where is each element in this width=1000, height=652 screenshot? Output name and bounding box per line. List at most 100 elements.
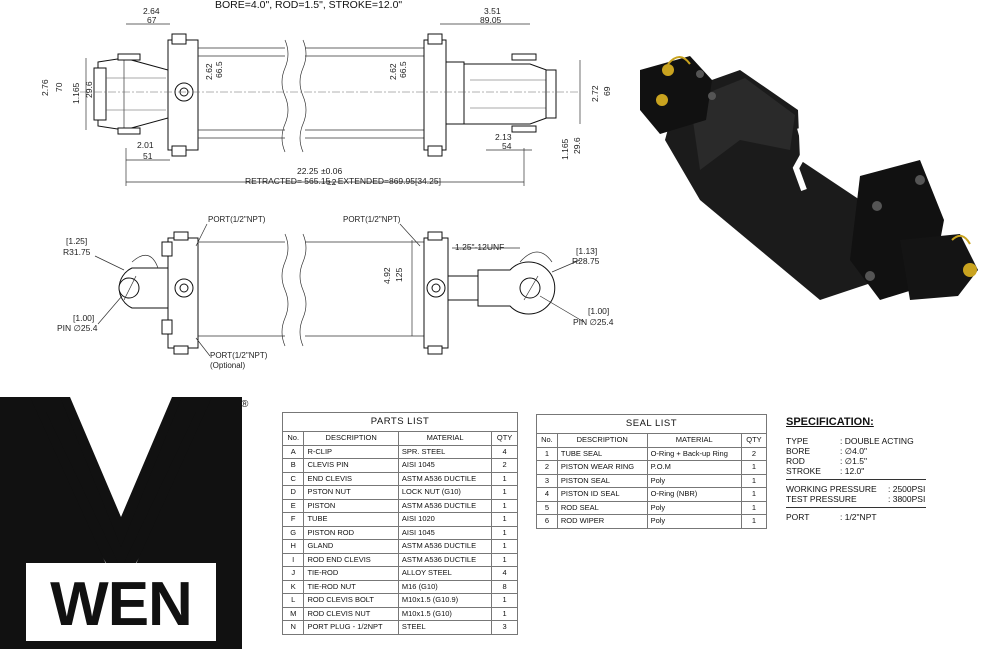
seal_list-cell: 5 <box>536 500 558 515</box>
seal_list-cell: 1 <box>740 500 768 515</box>
spec-value: : 1/2"NPT <box>840 512 877 522</box>
seal_list-cell: 1 <box>740 514 768 529</box>
seal-header-material: MATERIAL <box>646 433 742 448</box>
dim-54: 54 <box>502 141 512 151</box>
cylinder-render <box>640 56 978 300</box>
parts_list-cell: F <box>281 512 305 527</box>
spec-row: TEST PRESSURE: 3800PSI <box>786 494 991 504</box>
spec-divider <box>786 507 926 508</box>
seal_list-cell: Poly <box>646 473 742 488</box>
dim-4-92: 4.92 <box>382 267 392 284</box>
seal_list-cell: 2 <box>740 446 768 461</box>
parts_list-cell: STEEL <box>397 620 493 635</box>
seal_list-cell: 1 <box>740 473 768 488</box>
spec-key: TYPE <box>786 436 809 446</box>
parts_list-cell: 8 <box>491 579 518 594</box>
dim-2-62: 2.62 <box>204 63 214 80</box>
dim-tolerance: ±0.06 <box>321 166 342 176</box>
dim-pin-25-4b: PIN ∅25.4 <box>573 317 614 327</box>
parts_list-cell: SPR. STEEL <box>397 444 493 459</box>
spec-row: ROD: ∅1.5" <box>786 456 991 466</box>
spec-value: : 2500PSI <box>888 484 926 494</box>
parts_list-cell: 1 <box>491 606 518 621</box>
dim-thread: 1.25"-12UNF <box>455 242 504 252</box>
label-port-bottom: PORT(1/2"NPT) <box>210 351 268 360</box>
parts_list-cell: M10x1.5 (G10.9) <box>397 593 493 608</box>
spec-row: STROKE: 12.0" <box>786 466 991 476</box>
parts_list-cell: TIE-ROD <box>303 566 399 581</box>
label-port-top-right: PORT(1/2"NPT) <box>343 215 401 224</box>
seal_list-cell: TUBE SEAL <box>556 446 648 461</box>
parts_list-cell: ASTM A536 DUCTILE <box>397 471 493 486</box>
parts_list-cell: B <box>281 458 305 473</box>
spec-value: : ∅1.5" <box>840 456 867 466</box>
dim-3-51: 3.51 <box>484 6 501 16</box>
logo-text: WEN <box>50 570 192 639</box>
parts_list-cell: ROD CLEVIS BOLT <box>303 593 399 608</box>
dim-69: 69 <box>602 86 612 96</box>
seal_list-cell: ROD WIPER <box>556 514 648 529</box>
parts_list-cell: ROD CLEVIS NUT <box>303 606 399 621</box>
seal_list-cell: PISTON SEAL <box>556 473 648 488</box>
dim-r-31-75: R31.75 <box>63 247 91 257</box>
seal-header-no: No. <box>536 433 558 448</box>
side-view <box>94 223 585 357</box>
seal_list-cell: PISTON ID SEAL <box>556 487 648 502</box>
dim-29-6b: 29.6 <box>572 137 582 154</box>
dim-66-5b: 66.5 <box>398 61 408 78</box>
parts_list-cell: M10x1.5 (G10) <box>397 606 493 621</box>
spec-value: : ∅4.0" <box>840 446 867 456</box>
parts-header-qty: QTY <box>491 431 518 446</box>
dim-1-13: [1.13] <box>576 246 597 256</box>
spec-row-port: PORT : 1/2"NPT <box>786 512 991 522</box>
parts_list-cell: LOCK NUT (G10) <box>397 485 493 500</box>
dim-retracted-tol: ±2 <box>327 177 337 187</box>
seal_list-cell: ROD SEAL <box>556 500 648 515</box>
parts-list-table: PARTS LIST No. DESCRIPTION MATERIAL QTY … <box>281 412 518 635</box>
seal_list-cell: Poly <box>646 500 742 515</box>
parts-header-description: DESCRIPTION <box>303 431 399 446</box>
seal_list-cell: O-Ring (NBR) <box>646 487 742 502</box>
parts_list-cell: 1 <box>491 498 518 513</box>
parts_list-cell: D <box>281 485 305 500</box>
dim-2-13: 2.13 <box>495 132 512 142</box>
spec-key: STROKE <box>786 466 821 476</box>
dim-1-165b: 1.165 <box>560 138 570 160</box>
seal_list-cell: 2 <box>536 460 558 475</box>
parts_list-cell: L <box>281 593 305 608</box>
parts-list-title: PARTS LIST <box>282 412 518 432</box>
parts_list-cell: 4 <box>491 444 518 459</box>
parts_list-cell: A <box>281 444 305 459</box>
parts_list-cell: R-CLIP <box>303 444 399 459</box>
dim-89-05: 89.05 <box>480 15 502 25</box>
spec-key: WORKING PRESSURE <box>786 484 877 494</box>
dim-r-28-75: R28.75 <box>572 256 600 266</box>
parts_list-cell: AISI 1020 <box>397 512 493 527</box>
seal_list-cell: PISTON WEAR RING <box>556 460 648 475</box>
parts_list-cell: PSTON NUT <box>303 485 399 500</box>
parts_list-cell: PORT PLUG - 1/2NPT <box>303 620 399 635</box>
seal_list-cell: Poly <box>646 514 742 529</box>
parts_list-cell: ASTM A536 DUCTILE <box>397 498 493 513</box>
parts_list-cell: 1 <box>491 512 518 527</box>
parts_list-cell: 1 <box>491 485 518 500</box>
parts_list-cell: TIE-ROD NUT <box>303 579 399 594</box>
parts_list-cell: AISI 1045 <box>397 525 493 540</box>
label-port-top-left: PORT(1/2"NPT) <box>208 215 266 224</box>
dim-2-62b: 2.62 <box>388 63 398 80</box>
seal_list-cell: P.O.M <box>646 460 742 475</box>
parts_list-cell: 1 <box>491 552 518 567</box>
dim-pin-25-4: PIN ∅25.4 <box>57 323 98 333</box>
dim-66-5: 66.5 <box>214 61 224 78</box>
spec-key: PORT <box>786 512 810 522</box>
